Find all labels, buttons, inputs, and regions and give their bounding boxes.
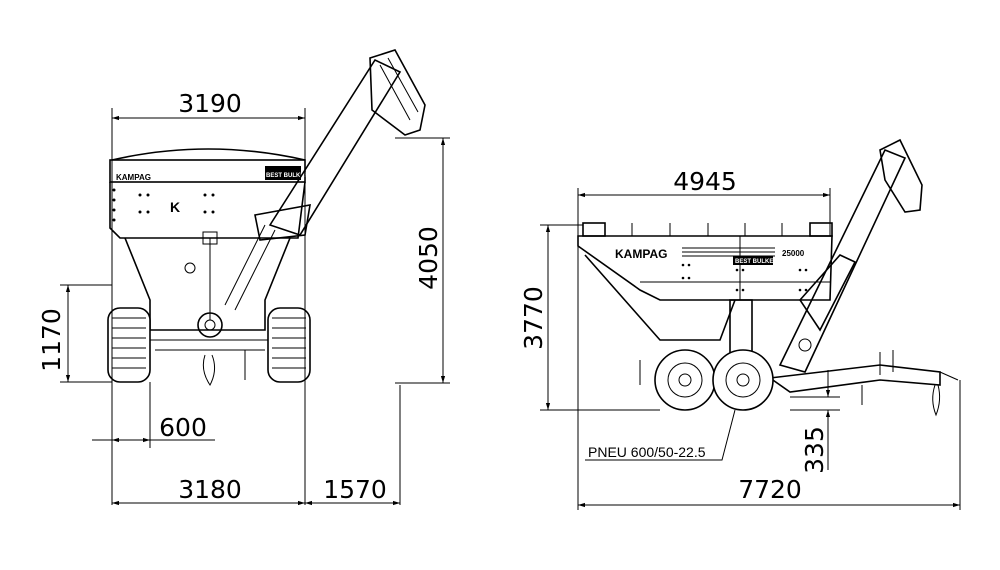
- side-rear-tire: [712, 349, 774, 411]
- dim-ground-clearance: 335: [800, 426, 829, 474]
- front-k-emblem: K: [170, 199, 180, 215]
- front-auger: [224, 49, 426, 311]
- dim-total-length: 7720: [738, 475, 802, 504]
- dim-body-length: 4945: [673, 167, 737, 196]
- tire-spec-label: PNEU 600/50-22.5: [588, 444, 706, 460]
- front-badge: BEST BULKER: [266, 173, 309, 179]
- side-model: 25000: [782, 249, 805, 258]
- side-logo: KAMPAG: [615, 247, 667, 261]
- front-view: KAMPAG K BEST BULKER: [37, 49, 450, 506]
- side-front-tire: [654, 349, 716, 411]
- side-view: KAMPAG BEST BULKER 25000: [519, 138, 961, 510]
- dim-track-width: 3180: [178, 475, 242, 504]
- dim-top-width: 3190: [178, 89, 242, 118]
- dim-auger-reach: 1570: [323, 475, 387, 504]
- front-right-tire: [267, 307, 311, 383]
- side-wheels: [654, 349, 774, 411]
- dim-total-height: 4050: [414, 226, 443, 290]
- front-logo: KAMPAG: [116, 173, 151, 182]
- dim-side-height: 3770: [519, 286, 548, 350]
- front-hopper: KAMPAG K BEST BULKER: [109, 148, 309, 386]
- front-left-tire: [107, 307, 151, 383]
- front-dimensions: 3190 4050 1170 600 3180 1570: [37, 89, 450, 506]
- dim-axle-height: 1170: [37, 308, 66, 372]
- dim-tire-width: 600: [159, 413, 207, 442]
- side-badge: BEST BULKER: [735, 259, 778, 265]
- side-dimensions: 4945 3770 7720 335 PNEU 600/50-22.5: [519, 167, 961, 510]
- front-wheels: [107, 307, 311, 383]
- side-auger: [778, 138, 923, 373]
